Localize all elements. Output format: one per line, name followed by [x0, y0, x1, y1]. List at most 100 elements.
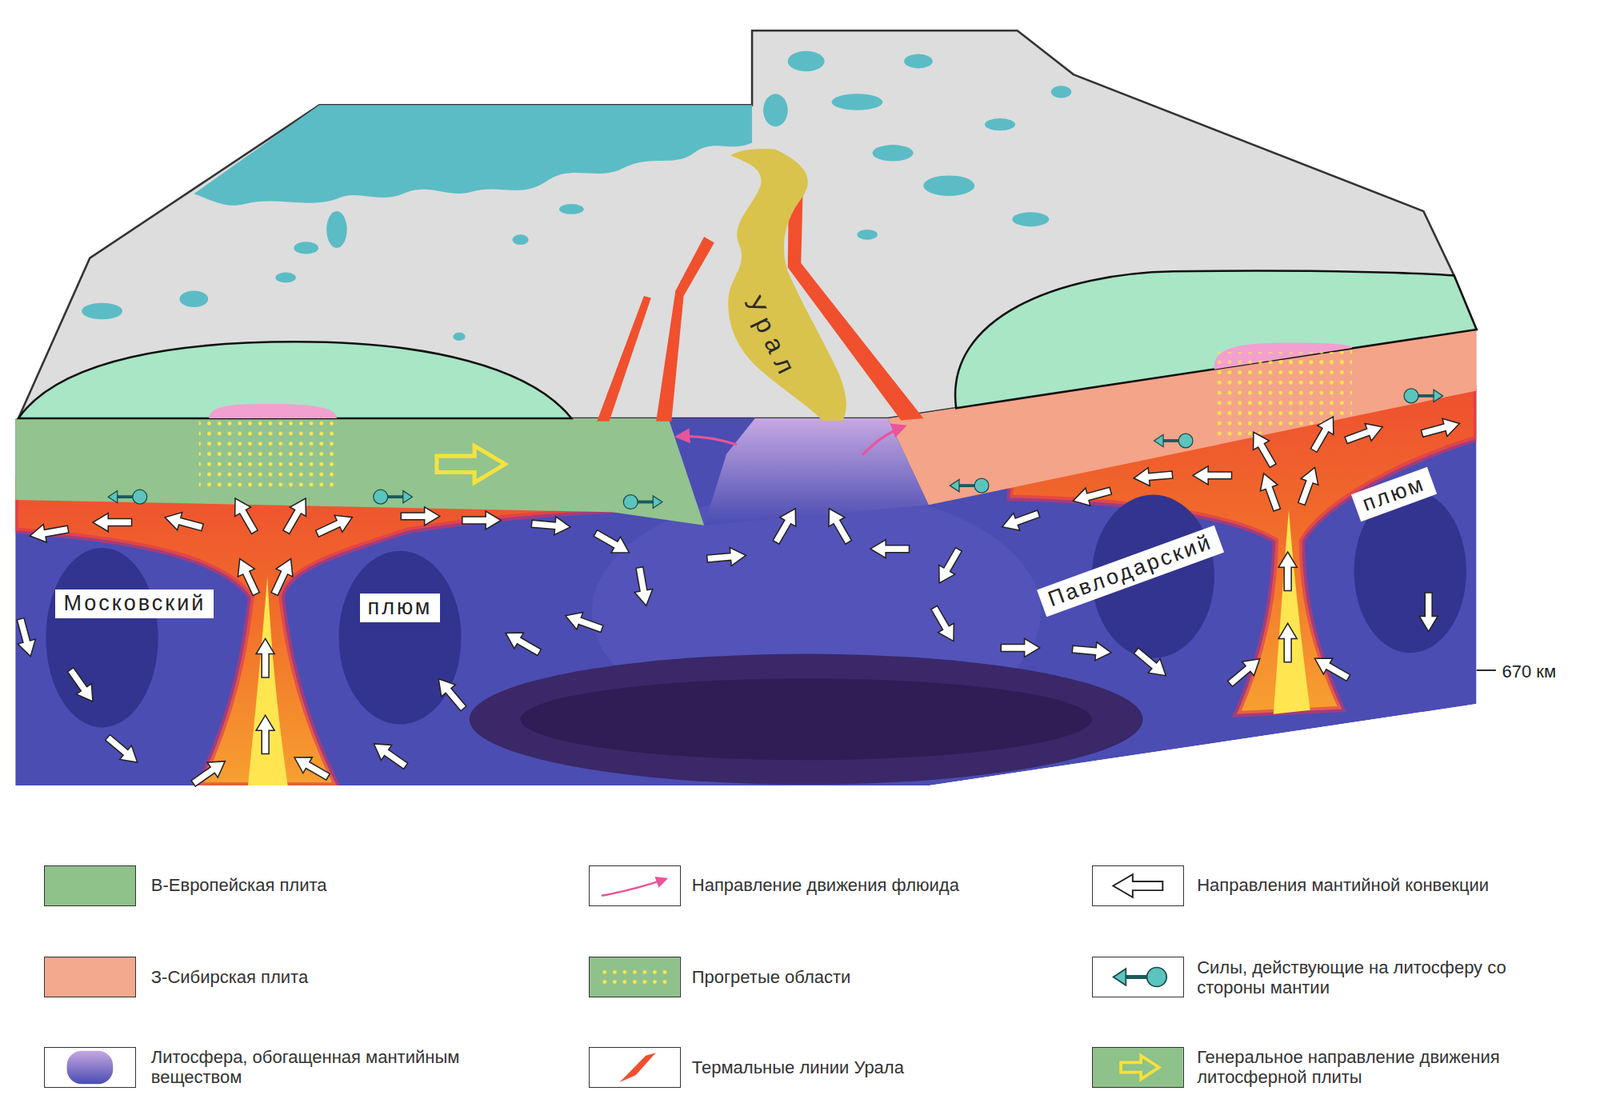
illustration-use [1404, 388, 1443, 404]
legend-text: Литосфера, обогащенная мантийным веществ… [151, 1047, 514, 1088]
illustration-use [188, 753, 231, 792]
illustration-use [1255, 470, 1286, 513]
illustration-path [208, 404, 336, 419]
illustration-g [45, 489, 1466, 728]
illustration-use [1192, 466, 1232, 485]
legend-sample [44, 1048, 136, 1088]
illustration-use [92, 513, 132, 532]
illustration-use [1420, 414, 1463, 443]
illustration-use [531, 514, 572, 536]
illustration-use [820, 504, 856, 547]
label-text: Павлодарский [1045, 530, 1216, 612]
legend-text: З-Сибирская плита [151, 967, 514, 988]
illustration-ellipse [788, 51, 825, 72]
illustration-use [313, 508, 357, 542]
illustration-ellipse [81, 303, 123, 320]
illustration-polygon [704, 418, 929, 526]
illustration-use [400, 507, 440, 526]
legend-text: Направления мантийной конвекции [1196, 875, 1560, 896]
illustration-ellipse [1051, 85, 1072, 98]
legend-sample [1092, 866, 1184, 906]
legend-sample [589, 957, 680, 997]
illustration-use [1278, 623, 1297, 662]
illustration-use [931, 544, 967, 588]
illustration-use [1130, 644, 1172, 684]
illustration-use [108, 489, 147, 504]
illustration-use [1343, 418, 1386, 449]
illustration-use [368, 736, 412, 775]
illustration-use [1070, 482, 1113, 511]
illustration-use [231, 555, 264, 599]
legend-text: Генеральное направление движения литосфе… [1196, 1047, 1560, 1088]
illustration-use [1305, 412, 1341, 455]
legend-swatch [1092, 1047, 1184, 1088]
fluid-arrows [677, 426, 904, 456]
illustration-path [1273, 510, 1311, 715]
illustration-use [63, 664, 101, 708]
illustration-ellipse [904, 54, 933, 69]
illustration-use [870, 540, 909, 559]
legend-swatch [1092, 865, 1184, 907]
illustration-use [706, 546, 747, 568]
illustration-ellipse [275, 272, 296, 284]
illustration-ellipse [293, 241, 319, 254]
illustration-ellipse [469, 654, 1144, 785]
illustration-use [28, 520, 70, 545]
label-text: Московский [63, 592, 206, 616]
illustration-use [1072, 640, 1112, 662]
illustration-rect [199, 418, 337, 490]
illustration-use [1245, 427, 1281, 470]
mountain-fill [728, 148, 847, 421]
illustration-ellipse [832, 93, 884, 110]
illustration-use [1292, 464, 1324, 507]
illustration-ellipse [1012, 212, 1049, 227]
illustration-use [1224, 652, 1266, 692]
illustration-ellipse [763, 93, 788, 127]
illustration-use [1000, 638, 1040, 657]
illustration-ellipse [180, 291, 209, 308]
illustration-ellipse [512, 234, 528, 245]
legend-text: Направление движения флюида [692, 875, 1055, 896]
illustration-use [431, 672, 471, 715]
legend-swatch [44, 865, 136, 907]
illustration-ellipse [872, 144, 914, 161]
illustration-use [373, 489, 412, 504]
illustration-ellipse [984, 118, 1016, 131]
legend-sample [1092, 957, 1184, 997]
illustration-path [15, 479, 612, 786]
legend-swatch [1092, 956, 1184, 998]
illustration-polygon [656, 236, 715, 422]
illustration-use [227, 493, 263, 536]
illustration-use [1132, 465, 1173, 488]
legend-sample [589, 1048, 680, 1088]
legend-swatch [44, 1047, 136, 1088]
illustration-polygon [15, 418, 704, 526]
illustration-ellipse [559, 204, 584, 215]
depth-label: 670 км [1502, 661, 1557, 683]
illustration-use [999, 504, 1042, 536]
illustration-use [162, 508, 205, 537]
legend-swatch [588, 865, 681, 907]
plume-label: Московский [55, 589, 214, 619]
illustration-use [562, 607, 605, 638]
legend-text: Прогретые области [692, 967, 1055, 988]
label-text: плюм [1359, 472, 1428, 517]
illustration-ellipse [326, 211, 348, 248]
plume-label: плюм [360, 593, 441, 623]
illustration-use [278, 493, 314, 536]
illustration-use [1419, 592, 1438, 632]
illustration-path [18, 341, 572, 419]
legend-swatch [44, 956, 136, 998]
illustration-ellipse [452, 332, 465, 341]
legend-swatch [588, 956, 681, 998]
illustration-use [12, 616, 40, 660]
illustration-path [955, 271, 1477, 409]
illustration-polygon [596, 296, 652, 422]
illustration-use [101, 730, 144, 770]
convection-arrows [12, 412, 1463, 791]
plume-label: плюм [1351, 466, 1437, 521]
illustration-use [266, 555, 300, 599]
illustration-path [677, 436, 737, 445]
illustration-use [623, 495, 662, 510]
